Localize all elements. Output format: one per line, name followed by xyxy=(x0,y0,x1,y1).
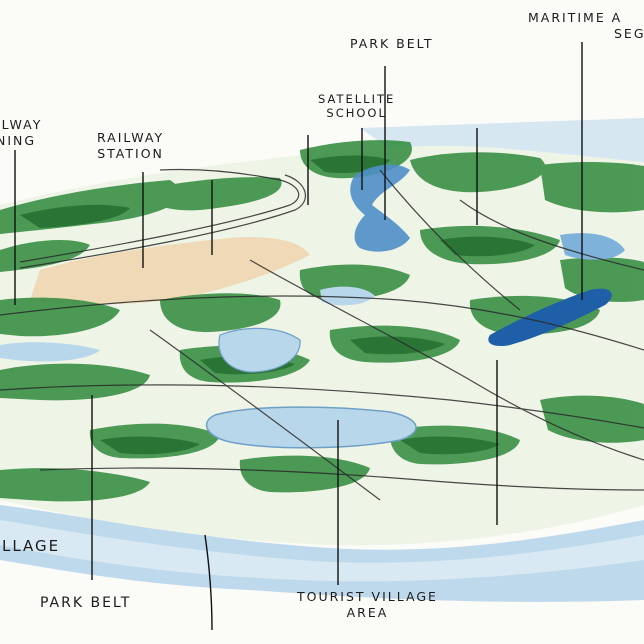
label-tourist-line2: AREA xyxy=(346,604,389,620)
leader-bottom-curve xyxy=(204,534,213,631)
road-network xyxy=(0,168,644,501)
lake-upper-right xyxy=(560,233,625,260)
label-railway-line2: STATION xyxy=(97,145,164,161)
lakes xyxy=(0,164,625,449)
label-park-belt-top: PARK BELT xyxy=(350,36,434,51)
label-village-left: LLAGE xyxy=(2,537,61,555)
label-tourist-village: TOURIST VILLAGE AREA xyxy=(297,589,438,620)
pond-left xyxy=(0,342,100,362)
lake-tourist xyxy=(205,406,417,449)
label-satellite-line1: SATELLITE xyxy=(318,92,396,106)
ponds-center xyxy=(320,286,375,306)
lake-maritime xyxy=(488,288,612,346)
label-maritime: MARITIME A SEG xyxy=(528,10,644,41)
label-maritime-line2: SEG xyxy=(614,25,644,41)
sea-bottom xyxy=(0,505,644,602)
label-left-line1: ILWAY xyxy=(0,117,43,132)
label-left-partial: ILWAY NING xyxy=(0,117,42,148)
development-zone xyxy=(30,237,310,305)
label-satellite-line2: SCHOOL xyxy=(326,106,387,121)
river-satellite xyxy=(350,164,410,252)
label-park-belt-bottom: PARK BELT xyxy=(40,595,132,611)
leader-lines xyxy=(14,42,583,631)
vegetation-layer xyxy=(0,140,644,502)
label-left-line2: NING xyxy=(0,132,37,148)
label-maritime-line1: MARITIME A xyxy=(528,10,623,25)
label-railway-line1: RAILWAY xyxy=(97,130,165,145)
label-tourist-line1: TOURIST VILLAGE xyxy=(297,589,438,604)
sea-bottom-light xyxy=(0,520,644,582)
lake-center xyxy=(218,327,301,373)
label-railway-station: RAILWAY STATION xyxy=(97,130,164,161)
label-satellite-school: SATELLITE SCHOOL xyxy=(318,92,395,121)
